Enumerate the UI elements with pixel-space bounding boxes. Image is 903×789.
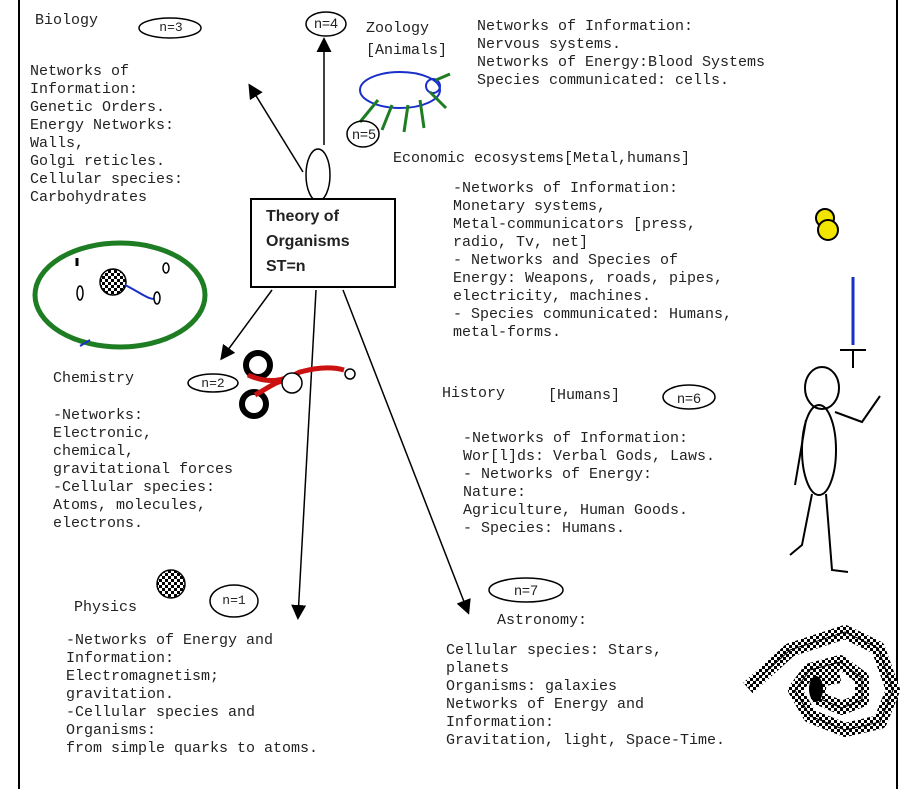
page-frame (18, 0, 898, 789)
chemistry-line: Electronic, (53, 425, 153, 442)
physics-line: gravitation. (66, 686, 175, 703)
astronomy-n-badge: n=7 (514, 582, 538, 598)
zoology-line: Networks of Energy:Blood Systems (477, 54, 766, 71)
history-text: -Networks of Information: Wor[l]ds: Verb… (463, 430, 715, 538)
economic-title: Economic ecosystems[Metal,humans] (393, 150, 691, 167)
physics-line: from simple quarks to atoms. (66, 740, 319, 757)
biology-line: Energy Networks: (30, 117, 175, 134)
theory-box: Theory of Organisms ST=n (250, 198, 396, 288)
galaxy-drawing (743, 625, 900, 737)
history-title: History (442, 385, 506, 402)
theory-line-2: Organisms (266, 233, 350, 250)
physics-line: -Networks of Energy and (66, 632, 274, 649)
arrow-to-biology (248, 83, 304, 173)
biology-line: Walls, (30, 135, 85, 152)
astronomy-n-badge-shape (488, 577, 564, 603)
theory-line-3: ST=n (266, 258, 306, 275)
history-subtitle: [Humans] (548, 387, 621, 404)
astronomy-line: planets (446, 660, 510, 677)
biology-line: Genetic Orders. (30, 99, 166, 116)
chemistry-title: Chemistry (53, 370, 135, 387)
astronomy-line: Information: (446, 714, 555, 731)
astronomy-line: Cellular species: Stars, (446, 642, 663, 659)
history-line: Wor[l]ds: Verbal Gods, Laws. (463, 448, 716, 465)
zoology-n-badge: n=4 (314, 15, 338, 31)
astronomy-line: Networks of Energy and (446, 696, 645, 713)
coins-icon (815, 208, 839, 241)
economic-line: Energy: Weapons, roads, pipes, (453, 270, 724, 287)
zoology-line: Nervous systems. (477, 36, 622, 53)
biology-text: Networks of Information: Genetic Orders.… (30, 63, 183, 207)
astronomy-line: Organisms: galaxies (446, 678, 618, 695)
biology-line: Carbohydrates (30, 189, 148, 206)
chemistry-n-badge: n=2 (201, 376, 225, 391)
economic-line: -Networks of Information: (453, 180, 679, 197)
theory-line-1: Theory of (266, 208, 339, 225)
chemistry-line: electrons. (53, 515, 144, 532)
biology-line: Information: (30, 81, 139, 98)
history-line: -Networks of Information: (463, 430, 689, 447)
zoology-n-badge-alt: n=5 (352, 126, 376, 142)
economic-line: Metal-communicators [press, (453, 216, 697, 233)
history-n-badge-shape (662, 384, 716, 410)
zoology-n-badge-shape (305, 11, 347, 37)
physics-line: Organisms: (66, 722, 157, 739)
arrow-to-chemistry (220, 289, 273, 361)
insect-drawing (346, 71, 451, 148)
physics-text: -Networks of Energy and Information: Ele… (66, 632, 318, 758)
chemistry-line: gravitational forces (53, 461, 234, 478)
astronomy-title: Astronomy: (497, 612, 588, 629)
chemistry-text: -Networks: Electronic, chemical, gravita… (53, 407, 233, 533)
biology-n-badge: n=3 (159, 20, 183, 35)
chemistry-line: chemical, (53, 443, 135, 460)
astronomy-line: Gravitation, light, Space-Time. (446, 732, 726, 749)
physics-line: Information: (66, 650, 175, 667)
physics-n-badge: n=1 (222, 593, 246, 608)
chemistry-line: -Cellular species: (53, 479, 216, 496)
history-line: - Species: Humans. (463, 520, 626, 537)
arrow-to-astronomy (342, 289, 471, 615)
physics-line: Electromagnetism; (66, 668, 220, 685)
history-line: - Networks of Energy: (463, 466, 653, 483)
arrow-to-physics (291, 289, 317, 620)
economic-line: metal-forms. (453, 324, 562, 341)
zoology-subtitle: [Animals] (366, 42, 448, 59)
human-figure (789, 366, 881, 573)
biology-n-badge-shape (138, 17, 202, 39)
economic-line: - Networks and Species of (453, 252, 679, 269)
zoology-text: Networks of Information: Nervous systems… (477, 18, 765, 90)
physics-title: Physics (74, 599, 138, 616)
history-line: Agriculture, Human Goods. (463, 502, 689, 519)
seed-oval (305, 148, 331, 202)
physics-line: -Cellular species and (66, 704, 256, 721)
economic-line: - Species communicated: Humans, (453, 306, 733, 323)
chemistry-n-badge-shape (187, 373, 239, 393)
history-n-badge: n=6 (677, 390, 701, 406)
biology-line: Cellular species: (30, 171, 184, 188)
astronomy-text: Cellular species: Stars, planets Organis… (446, 642, 725, 750)
biology-line: Golgi reticles. (30, 153, 166, 170)
zoology-title: Zoology (366, 20, 430, 37)
economic-text: -Networks of Information: Monetary syste… (453, 180, 732, 342)
economic-line: Monetary systems, (453, 198, 607, 215)
cell-drawing (32, 240, 208, 350)
chemistry-line: Atoms, molecules, (53, 497, 207, 514)
physics-n-badge-shape (209, 584, 259, 618)
economic-line: electricity, machines. (453, 288, 652, 305)
chemistry-line: -Networks: (53, 407, 144, 424)
zoology-line: Species communicated: cells. (477, 72, 730, 89)
history-line: Nature: (463, 484, 527, 501)
biology-title: Biology (35, 12, 99, 29)
chemistry-drawing (239, 350, 356, 419)
sword-icon (840, 277, 866, 368)
atom-icon (156, 569, 186, 599)
biology-line: Networks of (30, 63, 130, 80)
economic-line: radio, Tv, net] (453, 234, 589, 251)
zoology-line: Networks of Information: (477, 18, 694, 35)
